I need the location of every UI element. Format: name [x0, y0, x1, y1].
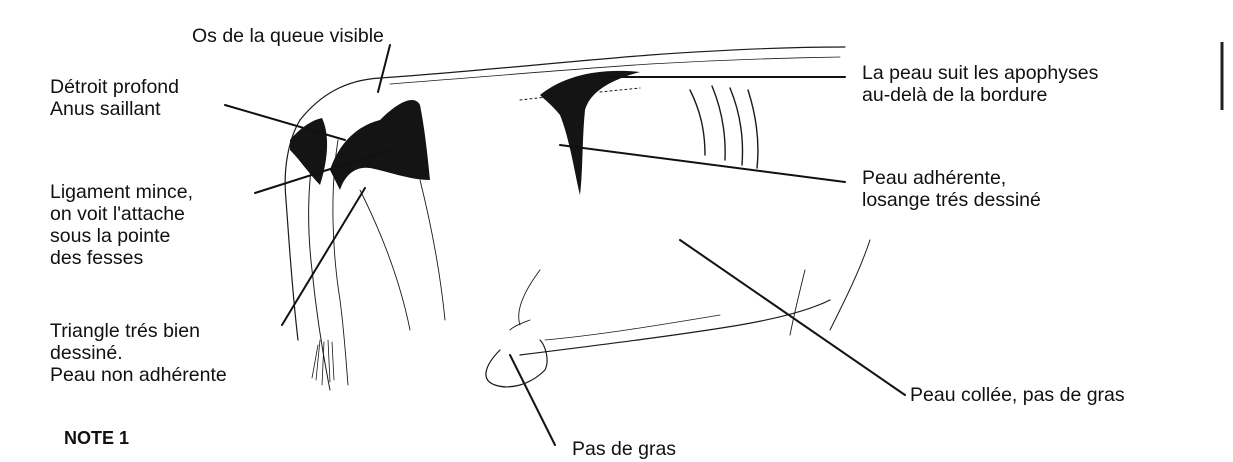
leader-adherent-skin: [560, 145, 845, 182]
belly-lower: [545, 315, 720, 340]
strait-shadow: [330, 100, 430, 190]
leader-triangle: [282, 188, 365, 325]
side-line: [830, 240, 870, 330]
note-label: NOTE 1: [64, 428, 129, 449]
label-skin-follows: La peau suit les apophyses au-delà de la…: [862, 62, 1098, 106]
label-ligament: Ligament mince, on voit l'attache sous l…: [50, 181, 193, 269]
leg-line: [420, 180, 445, 320]
leader-tail-bone: [378, 45, 390, 92]
label-strait: Détroit profond Anus saillant: [50, 76, 179, 120]
leg-line-2: [360, 190, 410, 330]
belly-line: [520, 300, 830, 355]
leader-strait: [225, 105, 345, 140]
tail-hairs: [312, 340, 334, 385]
label-adherent-skin: Peau adhérente, losange trés dessiné: [862, 167, 1041, 211]
leader-no-fat: [510, 355, 555, 445]
label-stuck-skin: Peau collée, pas de gras: [910, 384, 1125, 406]
mid-line: [519, 270, 540, 325]
label-triangle: Triangle trés bien dessiné. Peau non adh…: [50, 320, 227, 386]
rib-stripes: [690, 86, 758, 168]
label-no-fat: Pas de gras: [572, 438, 676, 460]
label-tail-bone: Os de la queue visible: [192, 25, 384, 47]
flank-fold: [486, 340, 547, 387]
leader-stuck-skin: [680, 240, 905, 395]
